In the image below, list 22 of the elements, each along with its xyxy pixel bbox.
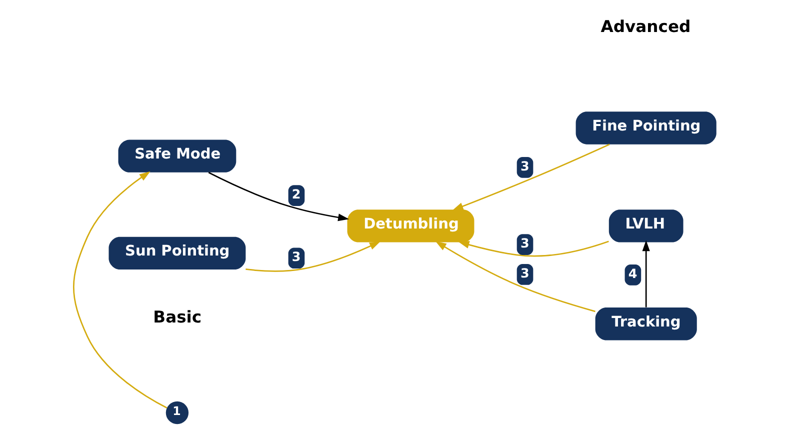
arrow xyxy=(642,240,650,308)
node-box: Detumbling xyxy=(347,210,474,242)
edge-label: 3 xyxy=(292,249,301,264)
edge-label: 4 xyxy=(628,266,638,281)
node-box: Safe Mode xyxy=(118,140,236,172)
label: Advanced xyxy=(600,17,691,36)
label: Basic xyxy=(153,307,202,326)
node-box: Sun Pointing xyxy=(108,236,246,270)
arrow xyxy=(452,144,610,210)
node-box: Tracking xyxy=(595,308,697,340)
arrow xyxy=(458,240,609,257)
edge-label: 2 xyxy=(292,186,301,202)
edge-label: 3 xyxy=(520,265,530,280)
node-box: Fine Pointing xyxy=(576,112,716,144)
edge-label: 3 xyxy=(520,158,530,174)
node-circle: 1 xyxy=(166,401,189,424)
edge-label: 3 xyxy=(520,235,530,250)
node-box: LVLH xyxy=(608,210,684,242)
arrow xyxy=(435,241,596,312)
arrow xyxy=(208,172,349,222)
arrow xyxy=(246,241,380,272)
arrow xyxy=(73,171,168,408)
